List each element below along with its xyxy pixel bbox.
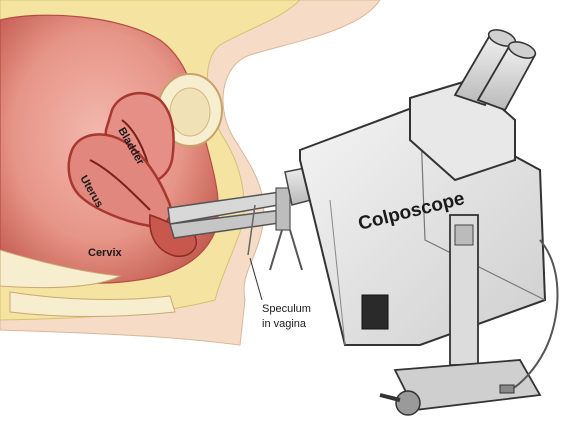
speculum-label-line2: in vagina bbox=[262, 318, 307, 330]
speculum-leader-line bbox=[250, 258, 262, 300]
speculum-label-line1: Speculum bbox=[262, 303, 311, 315]
cervix-label: Cervix bbox=[88, 247, 123, 259]
colposcope bbox=[285, 27, 558, 415]
